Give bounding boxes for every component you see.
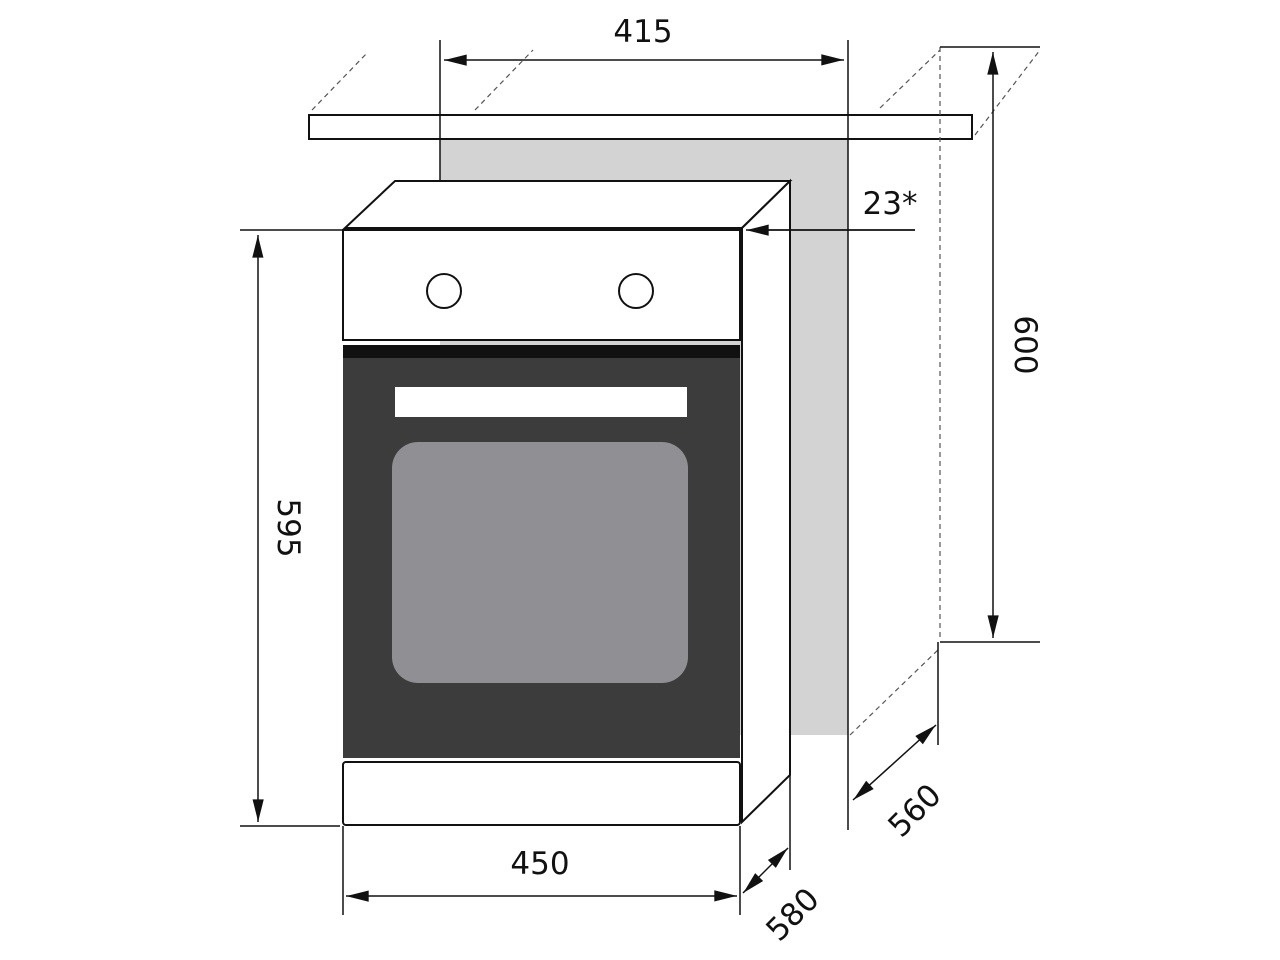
panel-strip: [343, 345, 740, 358]
label-niche-height: 600: [1007, 315, 1043, 374]
bottom-drawer: [342, 761, 741, 826]
control-panel: [342, 229, 741, 341]
label-niche-depth: 560: [881, 777, 948, 844]
door-window: [392, 442, 688, 683]
knob-left: [426, 273, 462, 309]
knob-right: [618, 273, 654, 309]
label-oven-width: 450: [510, 846, 569, 882]
oven: [342, 178, 793, 826]
label-oven-depth: 580: [759, 881, 826, 948]
arrow-560: [852, 724, 937, 801]
label-niche-width: 415: [613, 14, 672, 50]
oven-side: [741, 178, 791, 825]
oven-top: [342, 180, 793, 229]
dashed-guides: [311, 47, 1041, 736]
label-front-gap: 23*: [863, 186, 918, 222]
countertop: [308, 114, 973, 140]
door-handle: [395, 387, 687, 417]
arrow-580: [742, 847, 789, 894]
dimension-arrows: [252, 52, 999, 902]
label-oven-height: 595: [270, 498, 306, 557]
